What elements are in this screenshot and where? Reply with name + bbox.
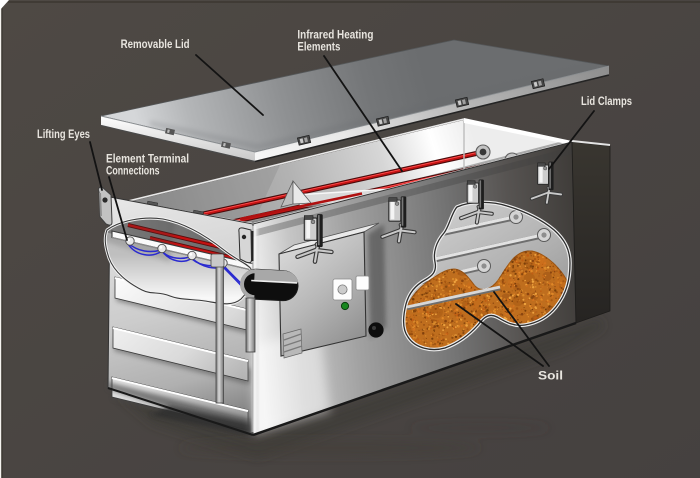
svg-text:Soil: Soil <box>538 371 563 383</box>
svg-text:Elements: Elements <box>297 42 340 54</box>
svg-text:Connections: Connections <box>106 166 160 178</box>
svg-text:Lid Clamps: Lid Clamps <box>581 96 632 108</box>
svg-text:Infrared Heating: Infrared Heating <box>297 29 373 41</box>
svg-text:Removable Lid: Removable Lid <box>121 39 190 51</box>
svg-text:Element Terminal: Element Terminal <box>106 154 189 166</box>
svg-text:Lifting Eyes: Lifting Eyes <box>37 129 90 141</box>
